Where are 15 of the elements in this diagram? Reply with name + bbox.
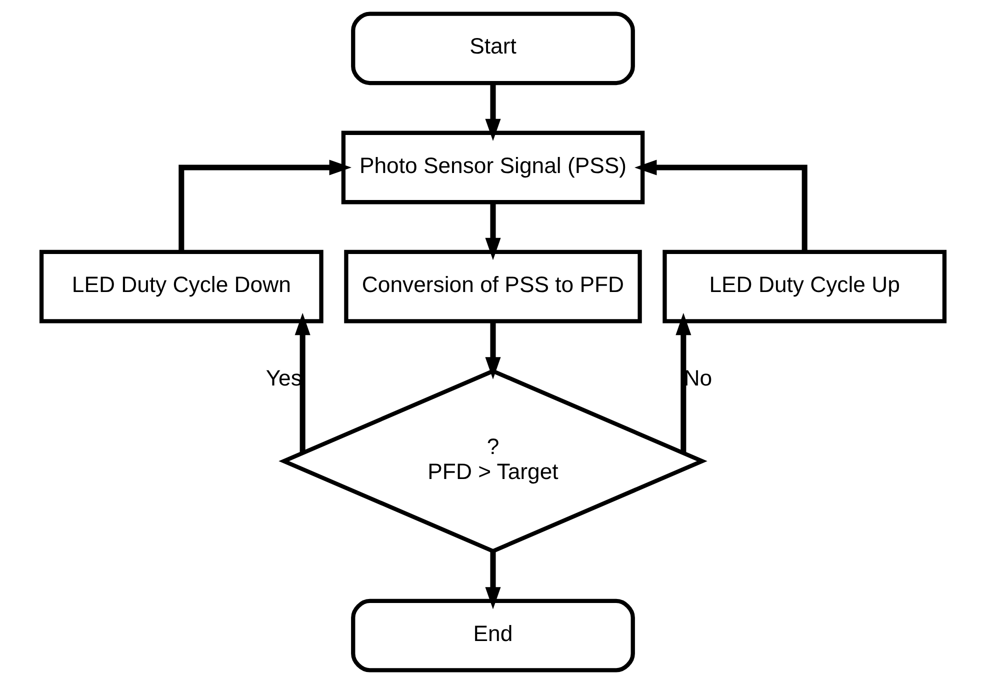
arrow (634, 160, 807, 252)
edge-label: Yes (265, 365, 302, 390)
node-box: End (350, 598, 634, 672)
node-box: LED Duty Cycle Up (662, 250, 946, 324)
arrow (484, 322, 500, 380)
arrow (178, 160, 352, 252)
node-box: Start (350, 12, 634, 86)
arrow (675, 312, 691, 453)
arrow (484, 551, 500, 610)
node-box: LED Duty Cycle Down (38, 250, 323, 324)
arrow (294, 312, 310, 453)
node-box: Photo Sensor Signal (PSS) (340, 130, 644, 204)
node-box: Conversion of PSS to PFD (344, 250, 642, 324)
arrow (484, 202, 500, 260)
arrow (484, 84, 500, 142)
